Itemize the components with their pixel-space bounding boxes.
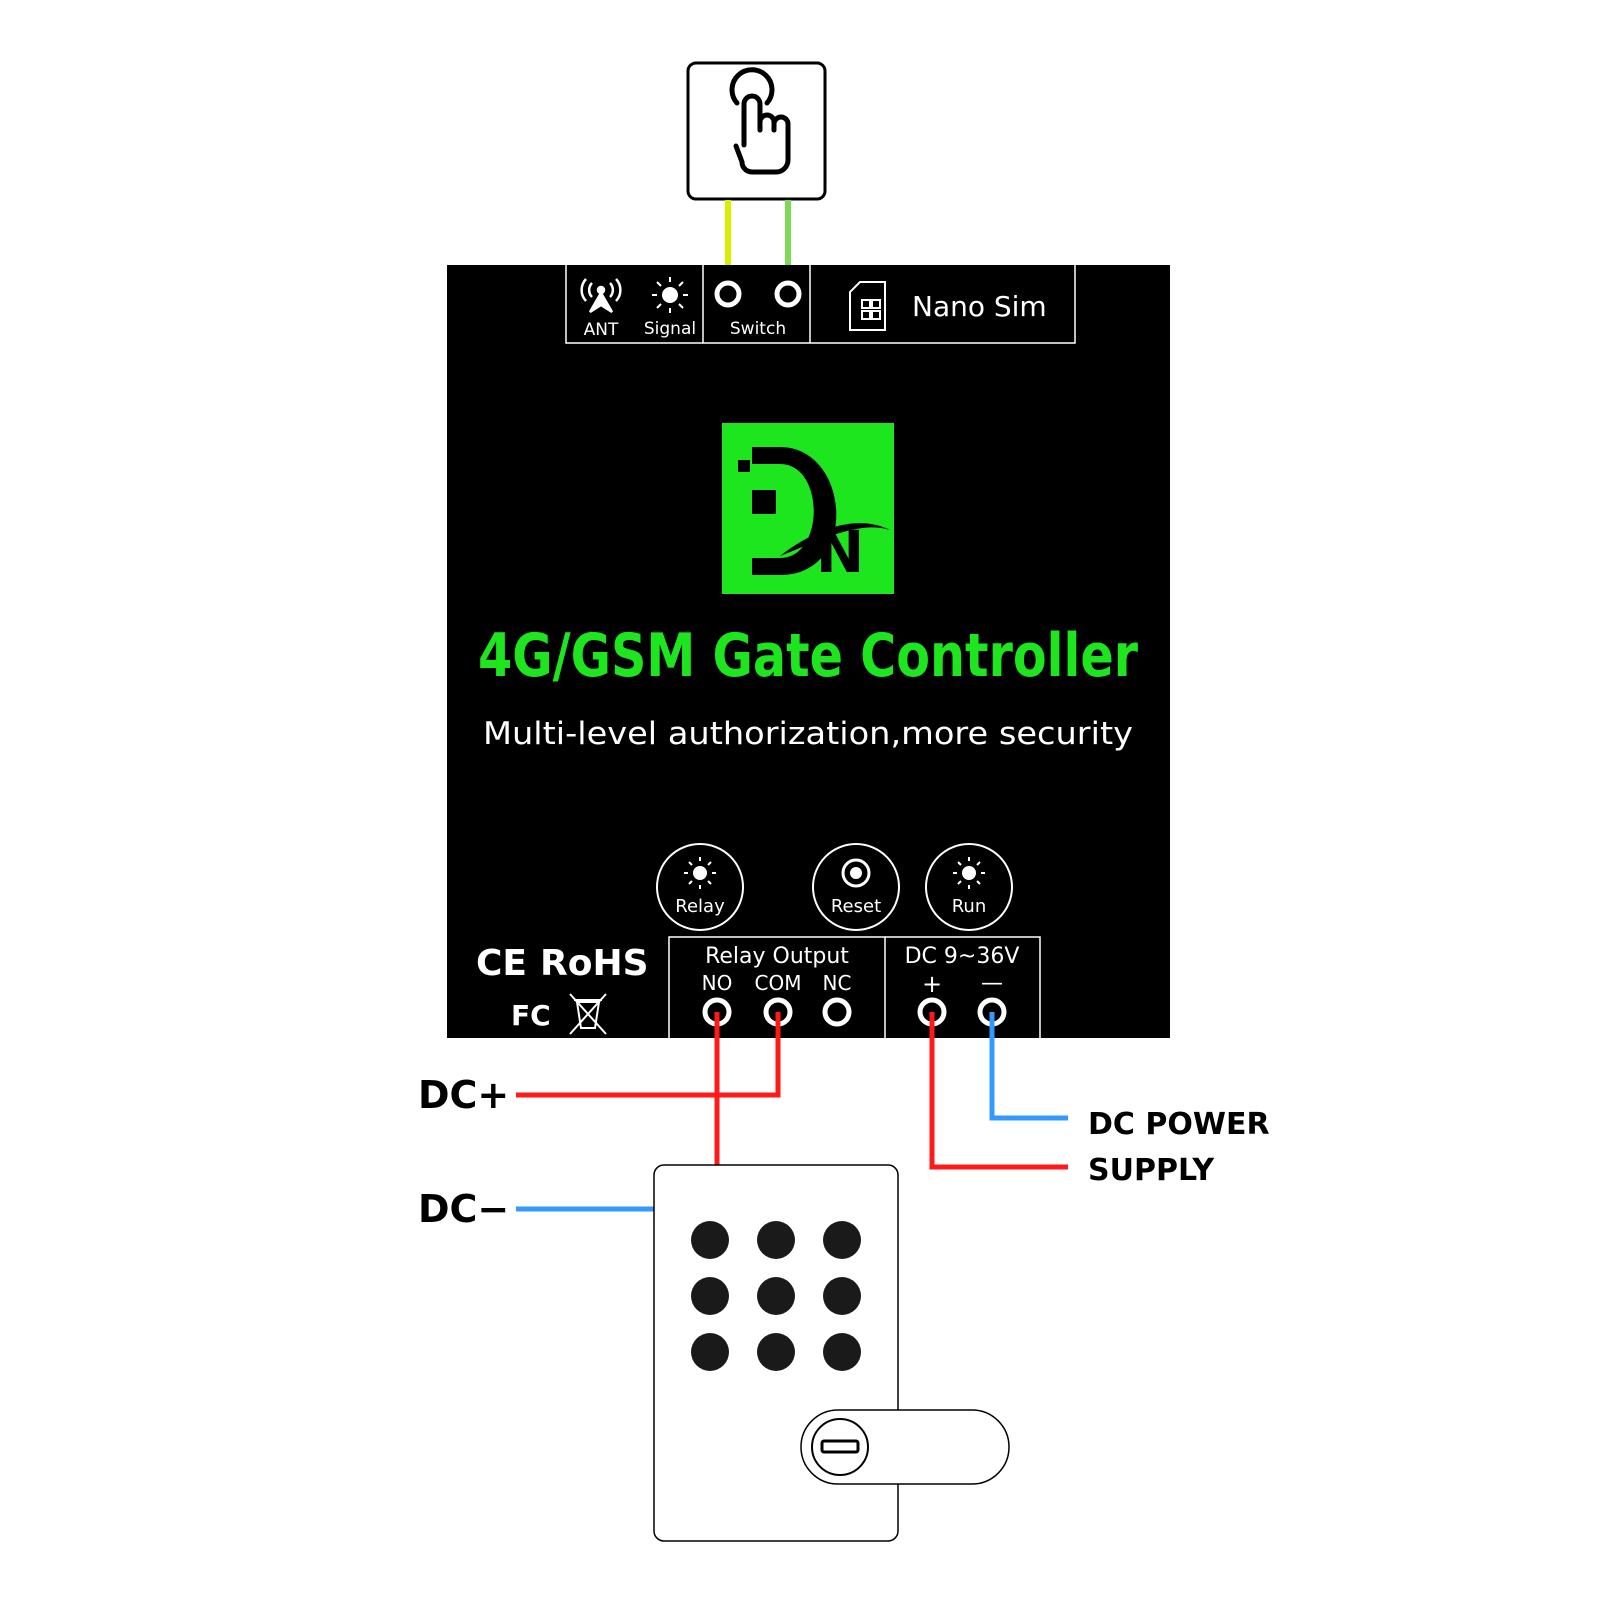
signal-led-icon <box>652 277 688 313</box>
ant-label: ANT <box>584 320 619 340</box>
keypad-key[interactable] <box>757 1221 795 1259</box>
ce-mark: CE <box>476 943 527 984</box>
device-subtitle: Multi-level authorization,more security <box>483 716 1133 752</box>
run-indicator: Run <box>925 843 1013 931</box>
wires <box>516 1012 1068 1212</box>
sim-card-icon <box>849 281 886 331</box>
device-body <box>447 265 1170 1038</box>
brand-logo: N <box>722 423 894 594</box>
com-label: COM <box>755 971 802 995</box>
switch-terminal-1[interactable] <box>714 280 742 308</box>
reset-button[interactable]: Reset <box>812 843 900 931</box>
antenna-icon <box>580 278 622 314</box>
nc-label: NC <box>823 971 852 995</box>
run-led-icon <box>953 857 985 889</box>
fc-mark: FC <box>511 999 551 1032</box>
nc-terminal[interactable] <box>822 997 852 1027</box>
keypad-lock <box>653 1164 1010 1542</box>
top-connector-panel <box>565 265 1076 344</box>
minus-label: — <box>981 971 1003 996</box>
reset-label: Reset <box>831 896 881 917</box>
power-supply-label-line2: SUPPLY <box>1088 1153 1215 1188</box>
relay-output-title: Relay Output <box>705 944 849 969</box>
weee-bin-icon <box>569 993 607 1035</box>
keypad-key[interactable] <box>823 1221 861 1259</box>
relay-output-panel <box>668 936 1041 1038</box>
keypad-key[interactable] <box>757 1277 795 1315</box>
com-to-dc-plus-wire <box>516 1012 781 1098</box>
device-title: 4G/GSM Gate Controller <box>478 621 1138 691</box>
switch-terminal-2[interactable] <box>774 280 802 308</box>
relay-indicator: Relay <box>656 843 744 931</box>
power-supply-label-line1: DC POWER <box>1088 1107 1270 1142</box>
keypad-key[interactable] <box>757 1333 795 1371</box>
dc-plus-label: DC+ <box>418 1073 509 1117</box>
finger-press-icon <box>729 67 791 175</box>
reset-icon <box>841 858 871 888</box>
switch-label: Switch <box>730 319 786 339</box>
keypad-key[interactable] <box>691 1277 729 1315</box>
relay-led-icon <box>684 857 716 889</box>
key-cylinder-icon <box>811 1418 869 1476</box>
no-label: NO <box>702 971 733 995</box>
keypad-key[interactable] <box>823 1333 861 1371</box>
push-button <box>686 61 827 201</box>
rohs-mark: RoHS <box>540 943 649 984</box>
sim-label: Nano Sim <box>912 290 1047 323</box>
dc-minus-label: DC− <box>418 1187 509 1231</box>
keypad-key[interactable] <box>823 1277 861 1315</box>
power-plus-wire <box>929 1012 1068 1170</box>
run-indicator-label: Run <box>952 896 987 917</box>
plus-label: + <box>922 970 942 998</box>
power-minus-wire <box>989 1012 1068 1121</box>
power-input-title: DC 9~36V <box>905 944 1020 969</box>
keypad-key[interactable] <box>691 1333 729 1371</box>
keypad-buttons <box>691 1221 861 1371</box>
keypad-key[interactable] <box>691 1221 729 1259</box>
relay-indicator-label: Relay <box>675 896 725 917</box>
signal-label: Signal <box>644 319 696 339</box>
svg-text:N: N <box>816 518 865 586</box>
